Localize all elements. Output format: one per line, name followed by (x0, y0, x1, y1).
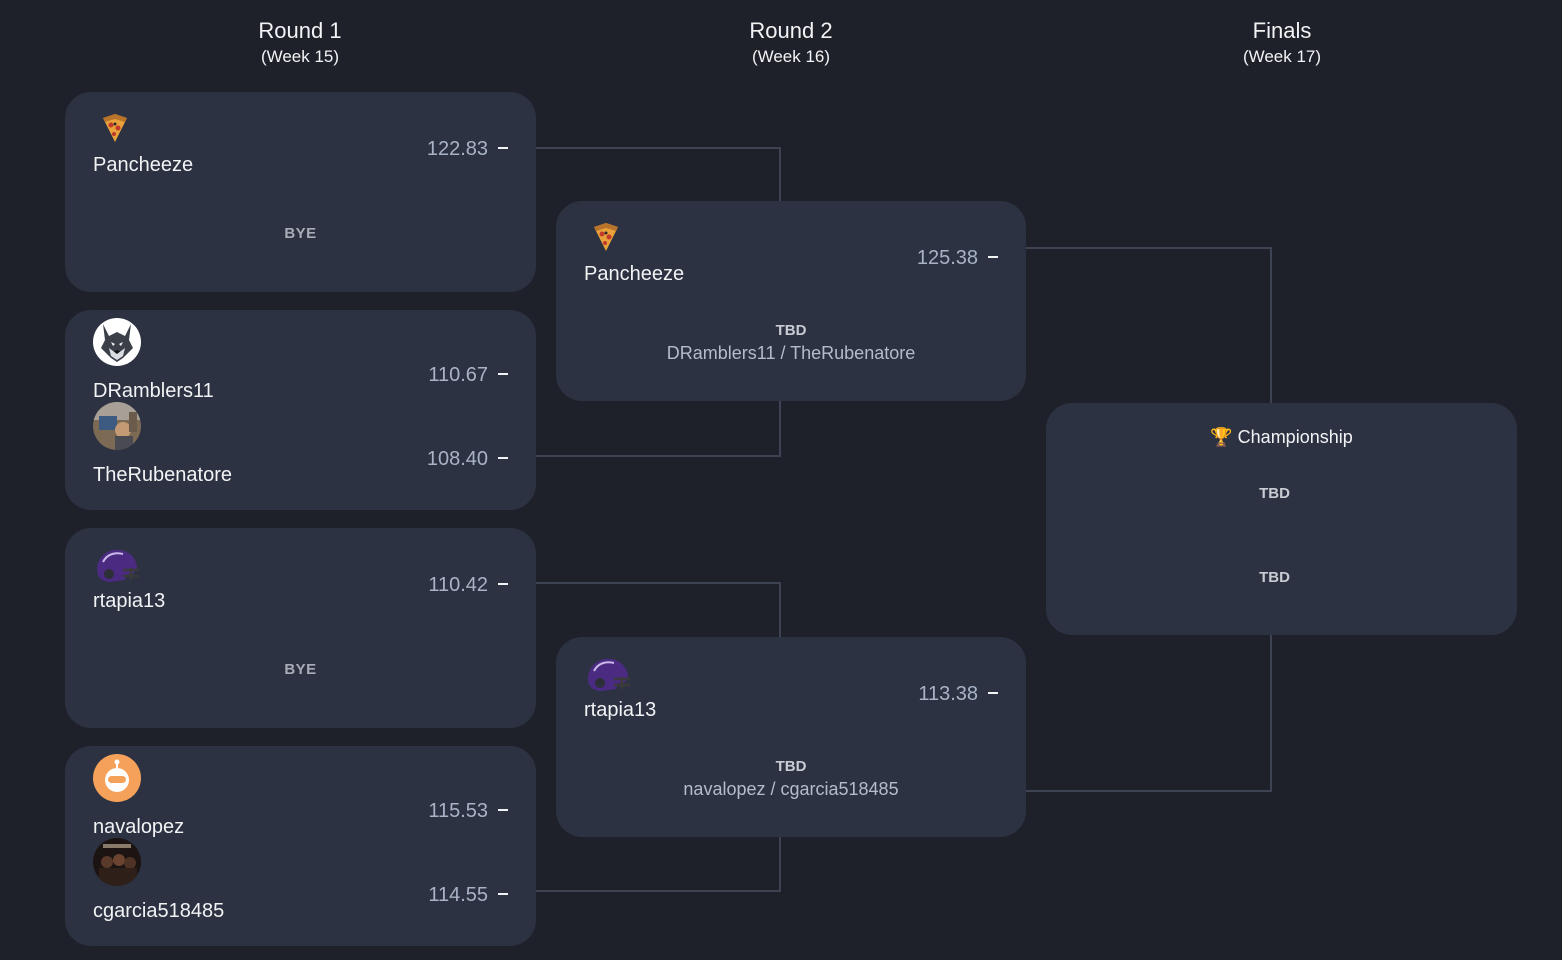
pending-matchup-label: navalopez / cgarcia518485 (556, 779, 1026, 800)
score-value: 110.67 (428, 364, 488, 386)
connector-r1-m3 (536, 583, 780, 637)
score-dash (498, 373, 508, 375)
team-name[interactable]: rtapia13 (93, 590, 165, 613)
helmet-icon (584, 653, 632, 701)
score-value: 110.42 (428, 574, 488, 596)
finals-header: Finals (Week 17) (1132, 16, 1432, 68)
team-slot[interactable]: navalopez 115.53 (93, 754, 508, 838)
team-score: 110.42 (428, 574, 508, 597)
team-name[interactable]: Pancheeze (93, 154, 193, 177)
team-slot[interactable]: rtapia13 110.42 (93, 544, 508, 628)
score-dash (988, 692, 998, 694)
team-name[interactable]: rtapia13 (584, 699, 656, 722)
team-score: 114.55 (428, 884, 508, 907)
score-dash (988, 256, 998, 258)
team-name[interactable]: DRamblers11 (93, 380, 214, 403)
round-1-header: Round 1 (Week 15) (150, 16, 450, 68)
team-name[interactable]: cgarcia518485 (93, 900, 224, 923)
pending-matchup-label: DRamblers11 / TheRubenatore (556, 343, 1026, 364)
round-title: Round 1 (150, 16, 450, 46)
matchup-card-r1-4[interactable]: navalopez 115.53 cgarcia518485 114.55 (65, 746, 536, 946)
helmet-icon (93, 544, 141, 592)
connector-r2-m2 (1026, 634, 1271, 791)
robot-avatar (93, 754, 141, 802)
championship-card[interactable]: 🏆 Championship TBD TBD (1046, 403, 1517, 635)
bye-label: BYE (65, 661, 536, 678)
pizza-icon (584, 219, 632, 267)
matchup-card-r1-2[interactable]: DRamblers11 110.67 TheRubenatore 108.40 (65, 310, 536, 510)
team-name[interactable]: Pancheeze (584, 263, 684, 286)
photo-avatar (93, 402, 141, 450)
score-value: 122.83 (427, 138, 488, 160)
score-value: 108.40 (427, 448, 488, 470)
matchup-card-r2-2[interactable]: rtapia13 113.38 TBD navalopez / cgarcia5… (556, 637, 1026, 837)
round-title: Finals (1132, 16, 1432, 46)
round-title: Round 2 (641, 16, 941, 46)
team-score: 115.53 (428, 800, 508, 823)
connector-r1-m1 (536, 148, 780, 202)
connector-r1-m4 (536, 836, 780, 891)
round-week: (Week 17) (1132, 46, 1432, 68)
tbd-label: TBD (1046, 485, 1517, 502)
team-score: 108.40 (427, 448, 508, 471)
team-slot[interactable]: DRamblers11 110.67 (93, 318, 508, 402)
team-name[interactable]: TheRubenatore (93, 464, 232, 487)
tbd-label: TBD (556, 322, 1026, 339)
championship-title: 🏆 Championship (1046, 427, 1517, 448)
score-dash (498, 583, 508, 585)
score-dash (498, 457, 508, 459)
championship-label: Championship (1238, 427, 1353, 447)
team-score: 110.67 (428, 364, 508, 387)
matchup-card-r1-1[interactable]: Pancheeze 122.83 BYE (65, 92, 536, 292)
team-slot[interactable]: TheRubenatore 108.40 (93, 402, 508, 486)
tbd-label: TBD (1046, 569, 1517, 586)
score-dash (498, 809, 508, 811)
score-value: 125.38 (917, 247, 978, 269)
team-slot[interactable]: Pancheeze 125.38 (584, 219, 998, 303)
team-slot[interactable]: Pancheeze 122.83 (93, 110, 508, 194)
connector-r1-m2 (536, 400, 780, 456)
wolf-avatar (93, 318, 141, 366)
team-score: 122.83 (427, 138, 508, 161)
pizza-icon (93, 110, 141, 158)
round-2-header: Round 2 (Week 16) (641, 16, 941, 68)
team-score: 113.38 (918, 683, 998, 706)
score-dash (498, 893, 508, 895)
trophy-icon: 🏆 (1210, 427, 1232, 447)
bye-label: BYE (65, 225, 536, 242)
team-slot[interactable]: rtapia13 113.38 (584, 653, 998, 737)
round-week: (Week 15) (150, 46, 450, 68)
team-slot[interactable]: cgarcia518485 114.55 (93, 838, 508, 922)
connector-r2-m1 (1026, 248, 1271, 404)
score-value: 113.38 (918, 683, 978, 705)
team-score: 125.38 (917, 247, 998, 270)
score-dash (498, 147, 508, 149)
matchup-card-r1-3[interactable]: rtapia13 110.42 BYE (65, 528, 536, 728)
round-week: (Week 16) (641, 46, 941, 68)
matchup-card-r2-1[interactable]: Pancheeze 125.38 TBD DRamblers11 / TheRu… (556, 201, 1026, 401)
score-value: 114.55 (428, 884, 488, 906)
dark-photo-avatar (93, 838, 141, 886)
team-name[interactable]: navalopez (93, 816, 184, 839)
tbd-label: TBD (556, 758, 1026, 775)
score-value: 115.53 (428, 800, 488, 822)
